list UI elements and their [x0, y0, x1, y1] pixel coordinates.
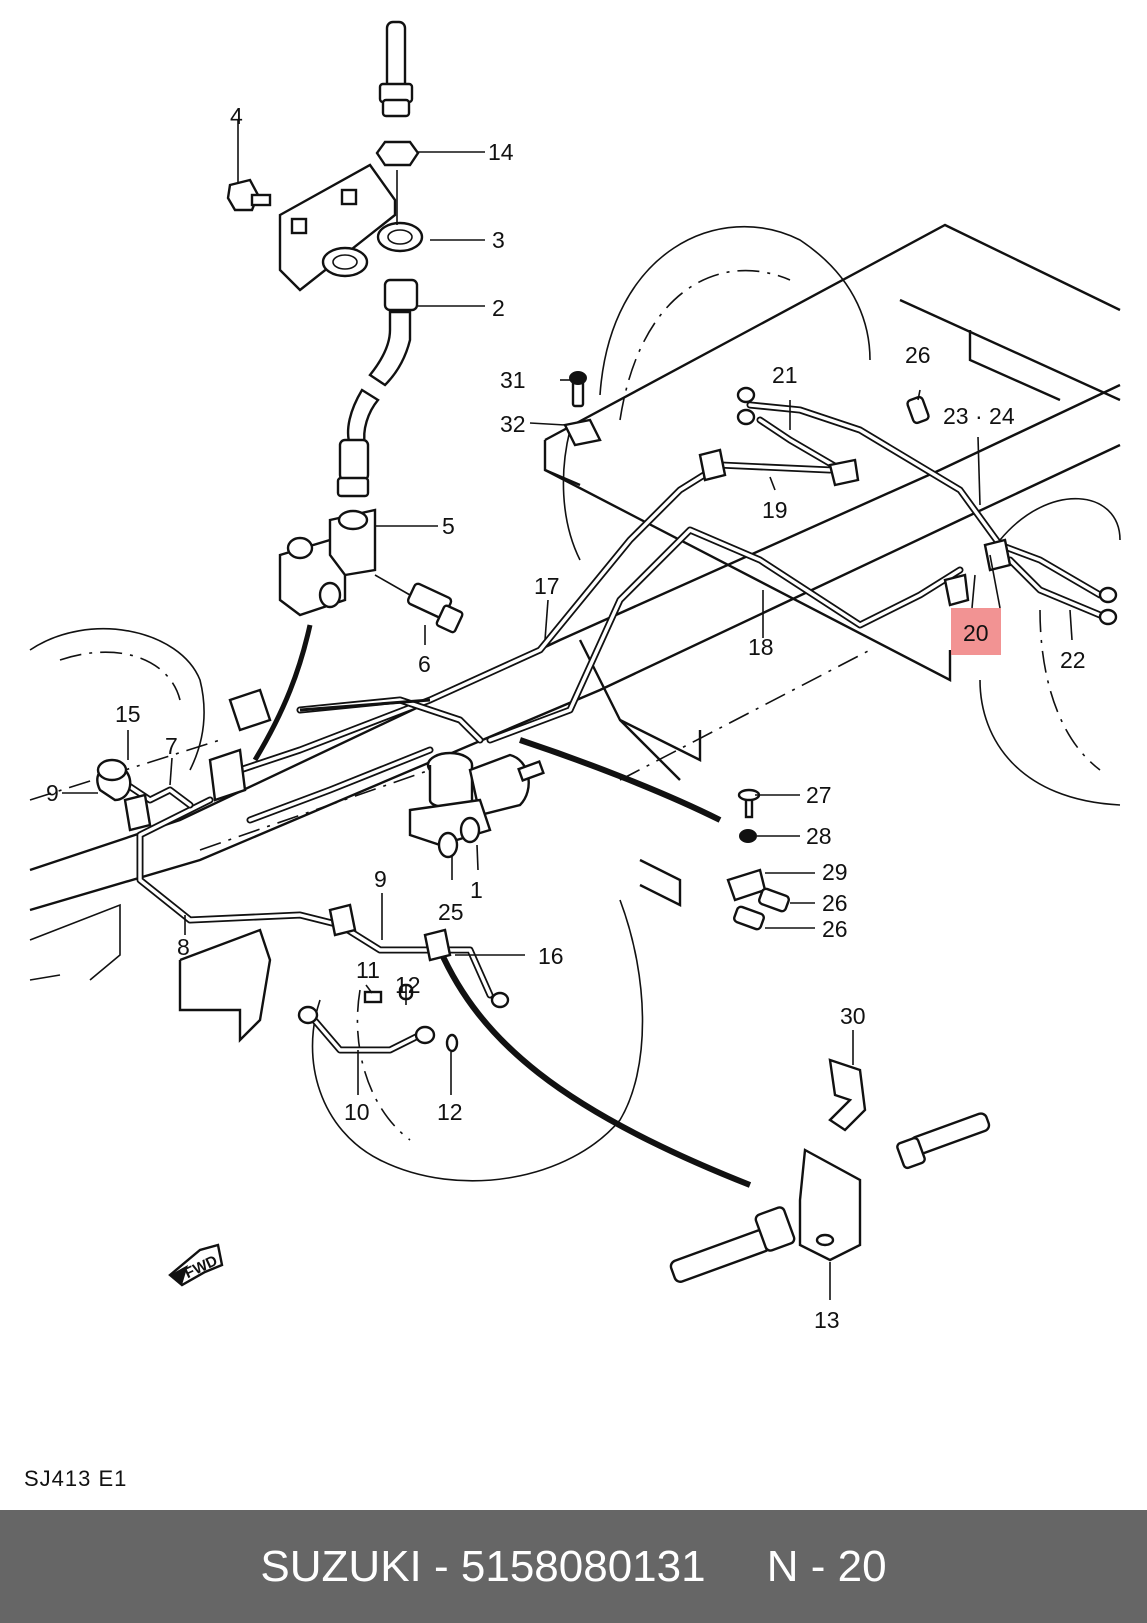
- parts-diagram: FWD: [29, 20, 1121, 1333]
- callout-2: 2: [492, 295, 505, 321]
- callout-18: 18: [748, 634, 774, 660]
- callout-21: 21: [772, 362, 798, 388]
- footer-ref: N - 20: [766, 1541, 887, 1591]
- callout-26-b: 26: [822, 890, 848, 916]
- callout-26-c: 26: [822, 916, 848, 942]
- callout-28: 28: [806, 823, 832, 849]
- callout-12-b: 12: [437, 1099, 463, 1125]
- forward-arrow-icon: FWD: [168, 1243, 224, 1287]
- callout-1: 1: [470, 877, 483, 903]
- master-cylinder: [408, 751, 545, 859]
- wheel-outlines: [29, 225, 1121, 1182]
- callout-4: 4: [230, 103, 243, 129]
- loose-parts: [669, 395, 991, 1283]
- callout-6: 6: [418, 651, 431, 677]
- callout-30: 30: [840, 1003, 866, 1029]
- callout-3: 3: [492, 227, 505, 253]
- callout-9-a: 9: [46, 780, 59, 806]
- callout-5: 5: [442, 513, 455, 539]
- callout-11: 11: [356, 957, 380, 983]
- callout-19: 19: [762, 497, 788, 523]
- callout-32: 32: [500, 411, 526, 437]
- callout-15: 15: [115, 701, 141, 727]
- callout-labels: 4 14 3 2 31 32 21 26 23 · 24 19 5 17 18 …: [46, 103, 1086, 1333]
- callout-14: 14: [488, 139, 514, 165]
- footer-gap: [706, 1542, 767, 1592]
- leader-lines: [62, 120, 1073, 1300]
- callout-20: 20: [963, 620, 989, 646]
- upper-hose-assembly: [226, 20, 424, 498]
- diagram-code: SJ413 E1: [24, 1466, 128, 1491]
- highlight-box-20: [951, 608, 1001, 655]
- black-cables: [252, 624, 752, 1188]
- callout-26-a: 26: [905, 342, 931, 368]
- callout-13: 13: [814, 1307, 840, 1333]
- callout-22: 22: [1060, 647, 1086, 673]
- clips-fittings: [96, 371, 1118, 1053]
- callout-29: 29: [822, 859, 848, 885]
- brake-line-diagram-svg: FWD: [29, 20, 1121, 1333]
- callout-27: 27: [806, 782, 832, 808]
- callout-7: 7: [165, 733, 178, 759]
- callout-12-a: 12: [395, 972, 421, 998]
- footer-part-number: 5158080131: [460, 1541, 706, 1591]
- footer-separator: -: [421, 1541, 461, 1591]
- callout-25: 25: [438, 899, 464, 925]
- callout-10: 10: [344, 1099, 370, 1125]
- junction-block: [278, 508, 464, 634]
- callout-31: 31: [500, 367, 526, 393]
- callout-8: 8: [177, 934, 190, 960]
- callout-9-b: 9: [374, 866, 387, 892]
- footer-brand: SUZUKI: [260, 1541, 422, 1591]
- footer-bar: SUZUKI - 5158080131 N - 20: [0, 1510, 1147, 1623]
- callout-16: 16: [538, 943, 564, 969]
- callout-17: 17: [534, 573, 560, 599]
- callout-23-24: 23 · 24: [943, 403, 1015, 429]
